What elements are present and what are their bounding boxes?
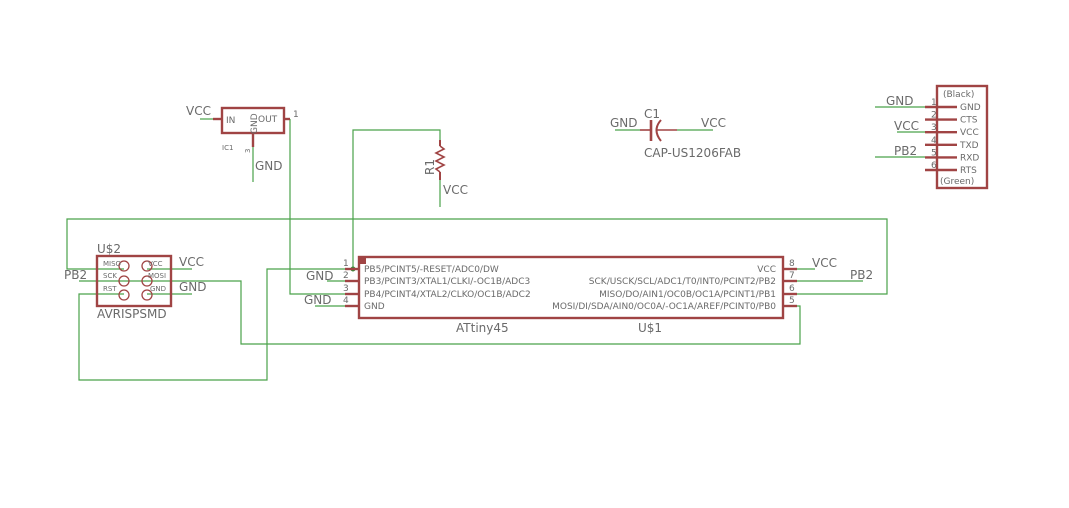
- net-mosi[interactable]: [79, 280, 801, 345]
- pin-number: 5: [789, 296, 795, 306]
- net-label: VCC: [186, 104, 211, 118]
- net-reset-pullup[interactable]: [352, 129, 441, 269]
- pin-number: 1: [343, 259, 349, 269]
- capacitor-c1[interactable]: C1 CAP-US1206FAB GND VCC: [610, 107, 741, 160]
- header-top-label: (Black): [943, 90, 974, 100]
- pin-label: MOSI/DI/SDA/AIN0/OC0A/-OC1A/AREF/PCINT0/…: [552, 302, 776, 312]
- pin-number: 1: [293, 110, 299, 120]
- pin-label: RST: [103, 285, 117, 293]
- part-value: ATtiny45: [456, 321, 509, 335]
- pin-label: IN: [226, 116, 235, 126]
- pin-number: 5: [931, 148, 937, 158]
- pin-label: VCC: [757, 265, 776, 275]
- pin-label: CTS: [960, 116, 978, 126]
- part-value: CAP-US1206FAB: [644, 146, 741, 160]
- pin-label: MISO/DO/AIN1/OC0B/OC1A/PCINT1/PB1: [599, 290, 776, 300]
- net-label: GND: [886, 94, 914, 108]
- pin-number: 6: [931, 161, 937, 171]
- pin-label: GND: [250, 113, 260, 134]
- net-label: GND: [610, 116, 638, 130]
- pin-label: TXD: [959, 141, 979, 151]
- pin-label: MISO: [103, 260, 122, 268]
- pin-label: PB4/PCINT4/XTAL2/CLKO/OC1B/ADC2: [364, 290, 531, 300]
- pin-label: PB5/PCINT5/-RESET/ADC0/DW: [364, 265, 499, 275]
- pin-number: 4: [343, 296, 349, 306]
- pin-label: SCK: [103, 272, 117, 280]
- pin-number: 6: [789, 284, 795, 294]
- pin-label: SCK/USCK/SCL/ADC1/T0/INT0/PCINT2/PB2: [589, 277, 776, 287]
- net-label: GND: [306, 269, 334, 283]
- header-bottom-label: (Green): [940, 177, 974, 187]
- net-label: GND: [179, 280, 207, 294]
- part-value: AVRISPSMD: [97, 307, 167, 321]
- pin-label: VCC: [148, 260, 163, 268]
- pin-number: 1: [931, 98, 937, 108]
- pin-label: GND: [150, 285, 166, 293]
- net-label: PB2: [64, 268, 87, 282]
- net-label: VCC: [443, 183, 468, 197]
- net-label: VCC: [812, 256, 837, 270]
- pin-label: RTS: [960, 166, 977, 176]
- pin-label: RXD: [960, 153, 979, 163]
- net-label: GND: [255, 159, 283, 173]
- pin-number: 8: [789, 259, 795, 269]
- ic1-regulator[interactable]: IN OUT GND 1 3 IC1 VCC GND: [186, 104, 299, 173]
- net-ic1-out[interactable]: [289, 119, 345, 295]
- pin-label: PB3/PCINT3/XTAL1/CLKI/-OC1B/ADC3: [364, 277, 530, 287]
- pin-number: 3: [343, 284, 349, 294]
- pin-label: GND: [364, 302, 385, 312]
- pin-number: 4: [931, 136, 937, 146]
- part-name: U$2: [97, 242, 121, 256]
- net-label: GND: [304, 293, 332, 307]
- pin-number: 3: [931, 123, 937, 133]
- avrisp-u2[interactable]: MISO SCK RST VCC MOSI GND U$2 AVRISPSMD …: [64, 242, 207, 321]
- pin-label: OUT: [258, 115, 278, 125]
- part-name: R1: [423, 159, 437, 175]
- net-label: PB2: [850, 268, 873, 282]
- net-label: PB2: [894, 144, 917, 158]
- net-miso[interactable]: [66, 218, 888, 295]
- pin-label: MOSI: [148, 272, 166, 280]
- part-name: IC1: [222, 144, 233, 152]
- wires: [66, 106, 925, 381]
- pin-label: VCC: [960, 128, 979, 138]
- pin-number: 2: [931, 111, 937, 121]
- part-name: U$1: [638, 321, 662, 335]
- net-label: VCC: [894, 119, 919, 133]
- pin-number: 2: [343, 271, 349, 281]
- net-label: VCC: [701, 116, 726, 130]
- pin-number: 3: [244, 149, 252, 153]
- part-name: C1: [644, 107, 660, 121]
- resistor-r1[interactable]: R1 VCC: [423, 140, 468, 197]
- pin-number: 7: [789, 271, 795, 281]
- net-label: VCC: [179, 255, 204, 269]
- pin-label: GND: [960, 103, 981, 113]
- net-reset[interactable]: [78, 268, 345, 381]
